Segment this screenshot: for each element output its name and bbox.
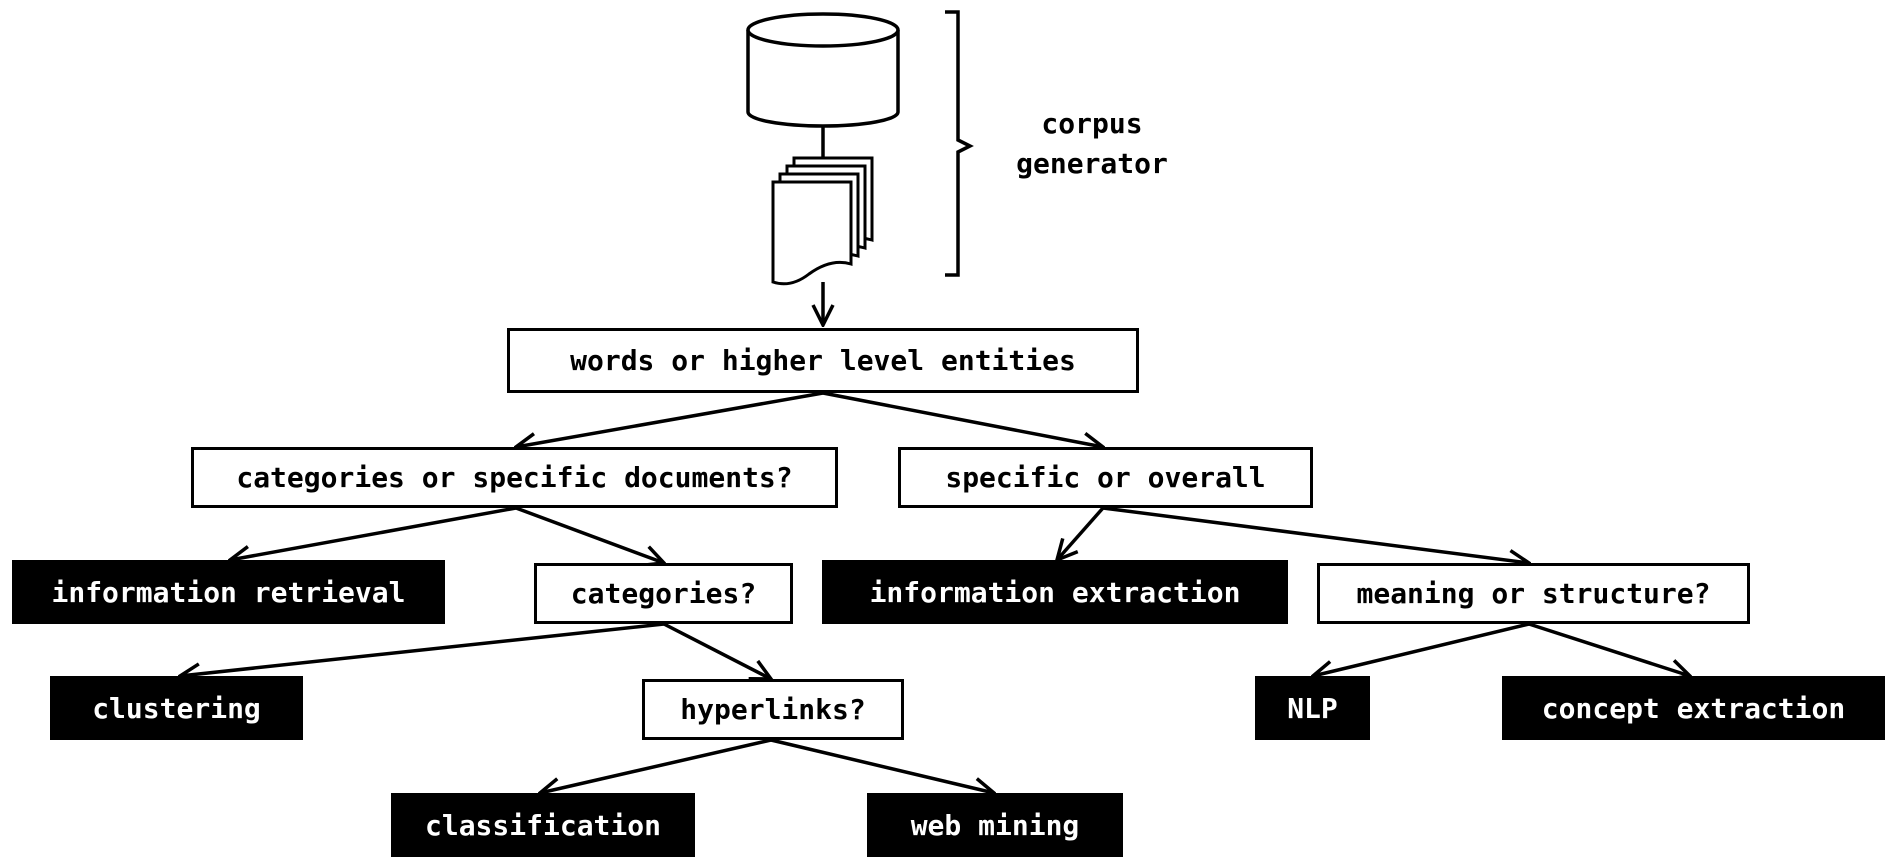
result-classification: classification [391, 793, 695, 857]
arrow-to-information-extraction [1057, 506, 1105, 560]
right-curly-bracket-icon [945, 10, 974, 277]
node-meaning-or-structure: meaning or structure? [1317, 563, 1750, 624]
arrow-to-classification [540, 738, 772, 793]
document-stack-icon [771, 156, 874, 286]
result-clustering: clustering [50, 676, 303, 740]
node-categories-question: categories? [534, 563, 793, 624]
arrow-to-web-mining [770, 738, 994, 793]
corpus-label-line2: generator [1016, 147, 1168, 180]
result-web-mining: web mining [867, 793, 1123, 857]
result-information-retrieval: information retrieval [12, 560, 445, 624]
node-specific-or-overall: specific or overall [898, 447, 1313, 508]
arrow-entities-to-cat-or-docs [516, 391, 824, 447]
result-information-extraction: information extraction [822, 560, 1288, 624]
node-words-or-entities: words or higher level entities [507, 328, 1139, 393]
arrow-to-hyperlinks [663, 622, 771, 679]
arrow-to-concept-extraction [1528, 622, 1690, 676]
arrow-to-meaning-structure [1102, 506, 1529, 563]
node-hyperlinks-question: hyperlinks? [642, 679, 904, 740]
corpus-label-line1: corpus [1041, 107, 1143, 140]
arrow-to-categories [515, 506, 664, 563]
corpus-generator-label: corpus generator [1002, 104, 1182, 184]
result-nlp: NLP [1255, 676, 1370, 740]
result-concept-extraction: concept extraction [1502, 676, 1885, 740]
arrow-to-clustering [180, 622, 665, 676]
node-categories-or-documents: categories or specific documents? [191, 447, 838, 508]
arrow-to-information-retrieval [230, 506, 517, 560]
arrow-to-nlp [1313, 622, 1530, 676]
database-cylinder-icon [746, 12, 900, 128]
arrow-entities-to-specific-overall [822, 391, 1103, 447]
